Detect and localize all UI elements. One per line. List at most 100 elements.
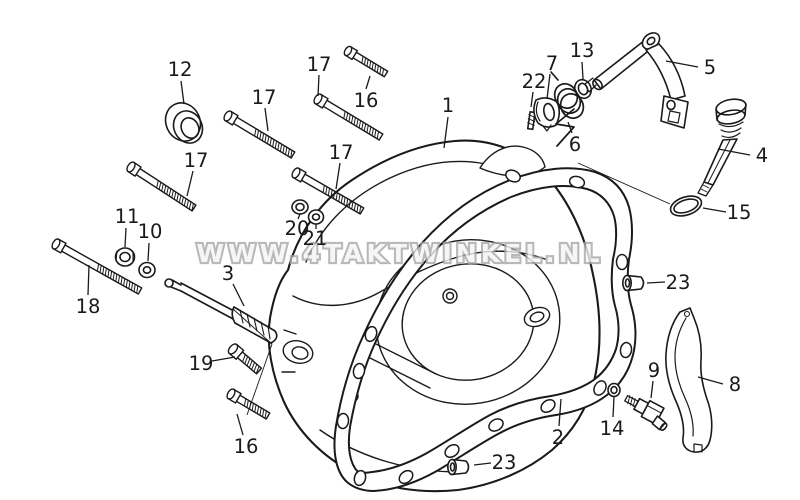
dome-flap (479, 145, 546, 177)
assembly-lines (232, 162, 671, 416)
dome-inner-line (305, 160, 487, 263)
callout-17: 17 (184, 149, 209, 197)
watermark-text: WWW.4TAKTWINKEL.NL (197, 239, 604, 268)
cover-edge-step (281, 329, 297, 373)
cover-rib (369, 357, 431, 389)
clutch-cover-part-1 (267, 139, 601, 493)
callout-1: 1 (442, 94, 454, 149)
watermark: WWW.4TAKTWINKEL.NL WWW.4TAKTWINKEL.NL (194, 237, 604, 270)
oil-seal-part-12 (164, 102, 204, 144)
callout-16: 16 (234, 413, 258, 458)
callout-12: 12 (168, 58, 193, 105)
callout-19: 19 (189, 352, 236, 375)
callout-10: 10 (138, 220, 163, 262)
part-number-label: 23 (666, 271, 691, 294)
callout-leader-line (558, 398, 562, 427)
part-number-label: 20 (285, 217, 310, 240)
bracket-part-8 (665, 307, 713, 453)
part-number-label: 17 (329, 141, 354, 164)
pin-screw-part-22 (526, 110, 536, 131)
callout-leader-line (612, 396, 615, 418)
callout-17: 17 (329, 141, 354, 190)
callout-leader-line (650, 380, 654, 399)
part-number-label: 23 (492, 451, 517, 474)
callout-leader-line (335, 162, 341, 190)
callout-23: 23 (646, 271, 691, 294)
callout-leader-line (365, 75, 371, 90)
callout-13: 13 (570, 39, 594, 80)
callout-11: 11 (115, 205, 140, 248)
callout-16: 16 (354, 75, 379, 112)
callout-leader-line (702, 207, 727, 213)
washer-part-14 (607, 382, 621, 398)
callout-17: 17 (307, 53, 332, 97)
part-number-label: 6 (569, 133, 581, 156)
boss-hole (442, 288, 458, 304)
bolt (313, 93, 384, 141)
callout-leader-line (581, 61, 584, 80)
callout-leader-line (473, 462, 492, 466)
part-number-label: 17 (252, 86, 277, 109)
cover-rib (375, 343, 437, 375)
callout-leader-line (211, 356, 236, 362)
callout-leader-line (124, 227, 127, 248)
callout-leader-line (232, 283, 245, 307)
callout-leader-line (546, 73, 551, 100)
return-spring-part-6 (550, 71, 585, 147)
nut-part-11 (114, 247, 136, 267)
callout-leader-line (297, 213, 301, 220)
bolt (223, 110, 296, 159)
callout-leader-line (717, 148, 751, 156)
callout-14: 14 (600, 396, 624, 440)
part-number-label: 4 (756, 144, 768, 167)
part-number-label: 2 (552, 426, 564, 449)
bolt (291, 167, 365, 215)
o-ring-part-15 (669, 195, 703, 217)
callout-leader-line (665, 60, 699, 68)
part-number-label: 21 (303, 227, 328, 250)
callout-leader-line (180, 80, 185, 105)
bolt (227, 343, 263, 375)
nut-part-21 (307, 209, 325, 225)
callout-21: 21 (303, 224, 328, 250)
part-number-label: 10 (138, 220, 163, 243)
callout-23: 23 (473, 451, 517, 474)
assembly-line (232, 308, 273, 345)
part-number-label: 16 (354, 89, 379, 112)
part-number-label: 12 (168, 58, 193, 81)
callout-15: 15 (702, 201, 752, 224)
callout-2: 2 (552, 398, 564, 449)
part-number-label: 15 (727, 201, 752, 224)
callout-leader-line (530, 91, 534, 108)
part-number-label: 17 (307, 53, 332, 76)
gasket-bolt-holes (336, 169, 633, 487)
callout-leader-line (186, 170, 194, 197)
callout-18: 18 (76, 264, 101, 318)
assembly-line (577, 162, 671, 205)
callout-9: 9 (648, 359, 660, 399)
callout-22: 22 (522, 70, 547, 108)
callout-leader-line (317, 74, 320, 97)
nut-part-20 (291, 199, 309, 215)
bolts-group (51, 45, 389, 420)
part-number-label: 7 (546, 52, 558, 75)
part-number-label: 17 (184, 149, 209, 172)
gearchange-lever-part-5 (584, 32, 689, 129)
part-number-label: 18 (76, 295, 101, 318)
callout-leader-line (147, 242, 150, 262)
callout-leader-line (87, 264, 90, 296)
bolt (126, 161, 197, 212)
dome-base-line (292, 250, 546, 306)
callout-6: 6 (567, 121, 581, 156)
part-number-label: 22 (522, 70, 547, 93)
part-number-label: 11 (115, 205, 140, 228)
callout-leader-line (443, 116, 449, 149)
part-number-label: 5 (704, 56, 716, 79)
bolt (343, 45, 389, 78)
callout-7: 7 (546, 52, 558, 100)
callout-5: 5 (665, 56, 716, 79)
kickstart-hole (291, 346, 309, 360)
